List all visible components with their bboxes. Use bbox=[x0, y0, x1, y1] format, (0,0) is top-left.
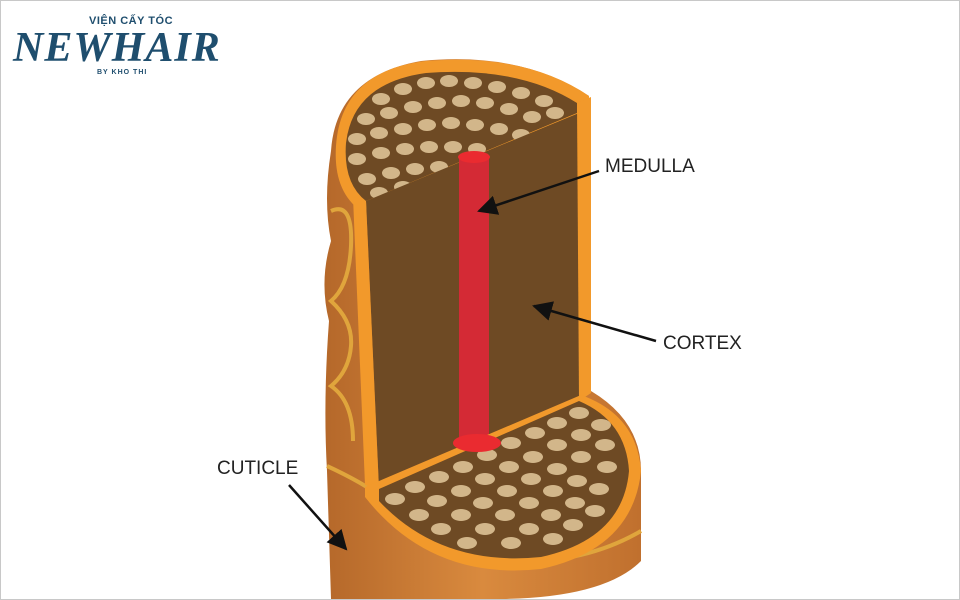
bottom-cap-cortex bbox=[379, 401, 629, 559]
label-cuticle: CUTICLE bbox=[217, 458, 299, 479]
medulla-pointer-arrow bbox=[477, 169, 600, 215]
bottom-cap-fibers bbox=[385, 407, 617, 549]
top-cap-cortex bbox=[345, 71, 577, 202]
cuticle-rim-right bbox=[577, 97, 591, 401]
cuticle-pointer-arrow bbox=[288, 484, 348, 551]
cortex-pointer-arrow bbox=[532, 301, 657, 343]
logo-wordmark: NEWHAIR bbox=[13, 25, 221, 71]
logo-subtitle: BY KHO THI bbox=[97, 69, 148, 76]
cuticle-rim-left bbox=[353, 197, 379, 489]
top-cap-fibers bbox=[348, 75, 564, 199]
label-cortex: CORTEX bbox=[663, 333, 742, 354]
newhair-logo: VIỆN CẤY TÓC NEWHAIR BY KHO THI bbox=[13, 11, 253, 81]
medulla-top-end bbox=[458, 151, 490, 163]
medulla-core bbox=[459, 157, 489, 447]
logo-tagline: VIỆN CẤY TÓC bbox=[89, 15, 174, 27]
label-medulla: MEDULLA bbox=[605, 156, 695, 177]
cuticle-layer-line bbox=[327, 207, 355, 442]
medulla-bottom-end bbox=[453, 434, 501, 452]
